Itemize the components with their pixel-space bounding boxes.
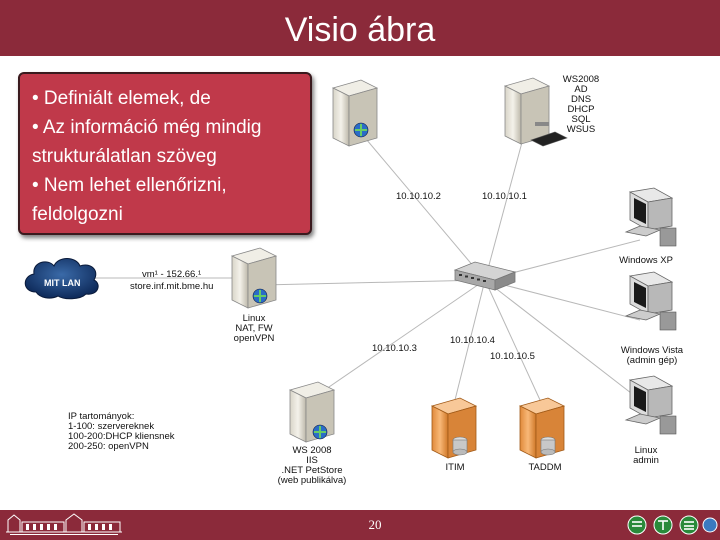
server-ws2008-iis-icon — [288, 381, 336, 443]
callout-line: • Az információ még mindig — [32, 117, 262, 138]
server-top-center-icon — [331, 79, 379, 147]
windows-xp-label: Windows XP — [619, 255, 673, 266]
ip-label-10-4: 10.10.10.4 — [450, 335, 495, 346]
server-taddm-icon — [518, 397, 566, 459]
linux-admin-label: Linux admin — [633, 445, 659, 466]
title-bar — [0, 0, 720, 56]
slide-title: Visio ábra — [284, 11, 436, 49]
ip-label-10-1: 10.10.10.1 — [482, 191, 527, 202]
callout-line: feldolgozni — [32, 204, 123, 225]
ip-label-10-2: 10.10.10.2 — [396, 191, 441, 202]
ws2008-bottom-label: WS 2008 IIS .NET PetStore (web publikálv… — [277, 445, 347, 486]
server-itim-icon — [430, 397, 478, 459]
mit-lan-label: MIT LAN — [44, 278, 81, 288]
taddm-label: TADDM — [528, 462, 562, 473]
ip-label-10-3: 10.10.10.3 — [372, 343, 417, 354]
windows-xp-computer-icon — [624, 187, 677, 247]
itim-label: ITIM — [445, 462, 465, 473]
callout-box: • Definiált elemek, de • Az információ m… — [18, 72, 312, 235]
university-logo-icon — [6, 513, 122, 535]
vm-ip-label: vm¹ - 152.66.¹ — [142, 269, 202, 280]
linux-admin-computer-icon — [624, 375, 677, 435]
callout-line: strukturálatlan szöveg — [32, 146, 217, 167]
ws2008-top-label: WS2008 AD DNS DHCP SQL WSUS — [562, 74, 600, 135]
ip-label-10-5: 10.10.10.5 — [490, 351, 535, 362]
page-number: 20 — [368, 517, 382, 532]
server-linux-fw-icon — [230, 247, 278, 309]
windows-vista-label: Windows Vista (admin gép) — [620, 345, 684, 366]
faculty-logos-icon — [627, 515, 718, 535]
store-host-label: store.inf.mit.bme.hu — [130, 281, 214, 292]
server-ws2008-ad-icon — [503, 77, 568, 147]
callout-line: • Nem lehet ellenőrizni, — [32, 175, 227, 196]
windows-vista-computer-icon — [624, 271, 677, 331]
mit-lan-cloud-icon — [24, 258, 99, 300]
callout-line: • Definiált elemek, de — [32, 88, 211, 109]
ip-ranges-label: IP tartományok: 1-100: szervereknek 100-… — [68, 411, 175, 452]
network-diagram — [24, 77, 677, 459]
network-switch-icon — [453, 261, 517, 291]
linux-fw-label: Linux NAT, FW openVPN — [233, 313, 275, 344]
